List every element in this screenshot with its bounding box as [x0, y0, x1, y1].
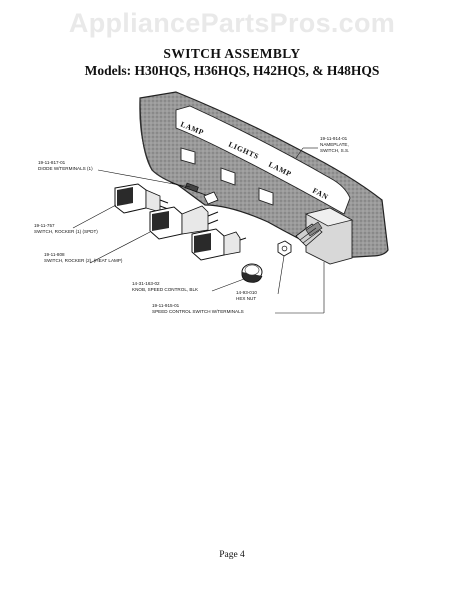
leader-lines	[72, 147, 325, 314]
models-subtitle: Models: H30HQS, H36HQS, H42HQS, & H48HQS	[84, 63, 380, 78]
hex-nut	[277, 240, 292, 257]
diode-desc: DIODE W/TERMINALS (1)	[38, 166, 93, 171]
page-number: Page 4	[219, 550, 245, 560]
hexnut-part-number: 14-93-010	[236, 290, 257, 295]
speed-control-shaft	[295, 221, 323, 247]
rocker1-desc: SWITCH, ROCKER (1) (SPDT)	[34, 229, 98, 234]
knob-part-number: 14-31-163-02	[132, 281, 160, 286]
callout-rocker-2: 19-11-808 SWITCH, ROCKER (2), (HEAT LAMP…	[44, 252, 123, 263]
rocker-switch-2	[149, 205, 219, 240]
callout-nameplate: 19-11-914-01 NAMEPLATE, SWITCH, S.S.	[320, 136, 349, 153]
callout-rocker-1: 19-11-757 SWITCH, ROCKER (1) (SPDT)	[34, 223, 98, 234]
speed-part-number: 19-11-915-01	[152, 303, 180, 308]
callout-diode: 19-11-817-01 DIODE W/TERMINALS (1)	[38, 160, 93, 171]
speed-knob	[241, 263, 263, 283]
rocker2-part-number: 19-11-808	[44, 252, 65, 257]
diode-part-number: 19-11-817-01	[38, 160, 66, 165]
rocker-switch-3	[191, 228, 247, 261]
diode	[169, 181, 219, 205]
nameplate-strip	[175, 105, 351, 215]
rocker1-part-number: 19-11-757	[34, 223, 55, 228]
hexnut-desc: HEX NUT	[236, 296, 256, 301]
nameplate-desc-2: SWITCH, S.S.	[320, 148, 349, 153]
speed-desc: SPEED CONTROL SWITCH W/TERMINALS	[152, 309, 244, 314]
nameplate-desc-1: NAMEPLATE,	[320, 142, 349, 147]
nameplate-part-number: 19-11-914-01	[320, 136, 348, 141]
rocker-switch-1	[114, 183, 169, 214]
page-title: SWITCH ASSEMBLY	[163, 46, 301, 61]
rocker2-desc: SWITCH, ROCKER (2), (HEAT LAMP)	[44, 258, 123, 263]
callout-hexnut: 14-93-010 HEX NUT	[236, 290, 257, 301]
watermark: AppliancePartsPros.com	[68, 8, 396, 38]
panel-cutouts	[180, 147, 274, 206]
callout-speed-control: 19-11-915-01 SPEED CONTROL SWITCH W/TERM…	[152, 303, 244, 314]
callout-knob: 14-31-163-02 KNOB, SPEED CONTROL, BLK	[132, 281, 199, 292]
knob-desc: KNOB, SPEED CONTROL, BLK	[132, 287, 199, 292]
